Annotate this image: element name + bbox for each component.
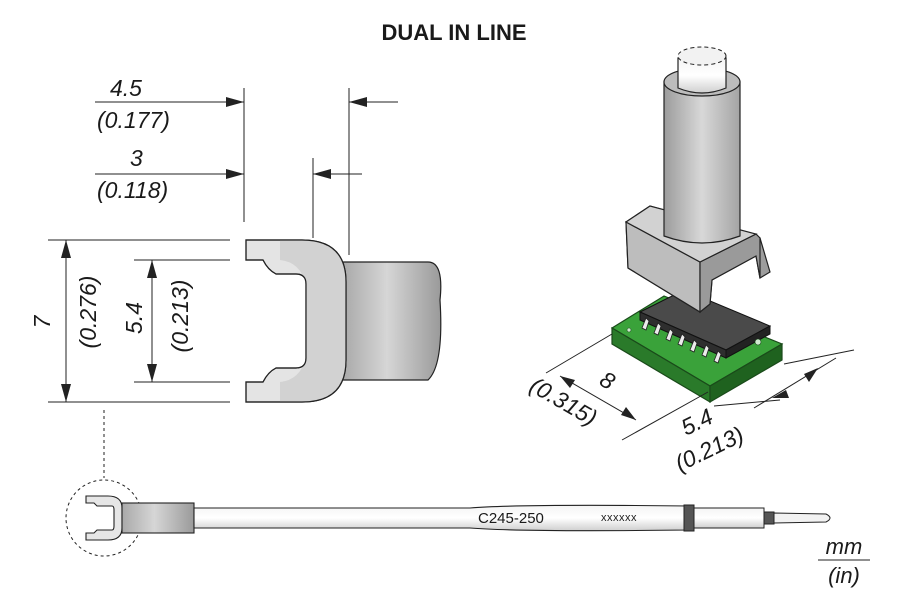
units-secondary: (in) bbox=[828, 563, 860, 588]
units-legend: mm (in) bbox=[818, 534, 870, 588]
dim-top-inner-mm: 3 bbox=[130, 145, 143, 171]
dim-outer-height-mm: 7 bbox=[29, 314, 55, 328]
tip-side-view bbox=[65, 479, 831, 557]
dim-pcb-length-in: (0.315) bbox=[526, 372, 602, 431]
front-view-dimension-lines bbox=[48, 88, 398, 478]
tip-part-number: C245-250 bbox=[478, 510, 544, 527]
dim-inner-height-in: (0.213) bbox=[167, 280, 193, 353]
dim-inner-height-mm: 5.4 bbox=[121, 302, 147, 334]
dim-pcb-length-mm: 8 bbox=[596, 366, 620, 395]
tip-front-view bbox=[245, 239, 442, 403]
dim-top-outer-in: (0.177) bbox=[97, 107, 170, 133]
diagram-title: DUAL IN LINE bbox=[381, 20, 526, 45]
tip-3d-view bbox=[610, 46, 784, 404]
dim-top-outer-mm: 4.5 bbox=[110, 75, 142, 101]
units-primary: mm bbox=[826, 534, 863, 559]
dim-outer-height-in: (0.276) bbox=[75, 276, 101, 349]
pcb-dimension-lines bbox=[545, 333, 855, 441]
dim-top-inner-in: (0.118) bbox=[97, 177, 168, 203]
tip-code: xxxxxx bbox=[601, 512, 637, 524]
